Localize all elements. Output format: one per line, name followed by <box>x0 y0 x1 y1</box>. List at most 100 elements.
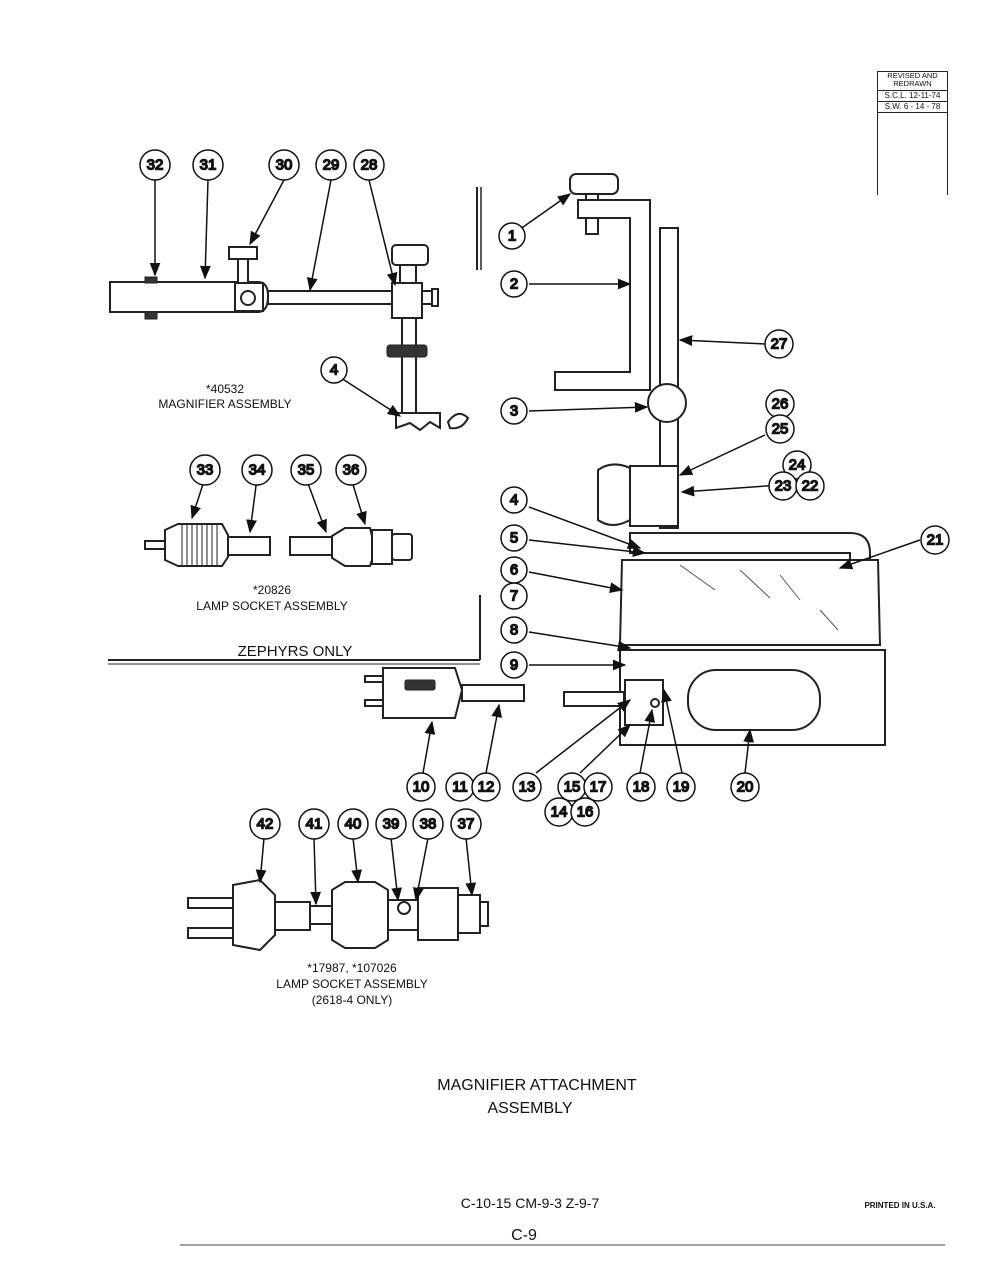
callout-32: 32 <box>139 149 171 181</box>
callout-38: 38 <box>412 808 444 840</box>
svg-text:41: 41 <box>306 816 323 833</box>
callout-4-stand: 4 <box>500 486 528 514</box>
callout-8: 8 <box>500 616 528 644</box>
callout-28: 28 <box>353 149 385 181</box>
callout-30: 30 <box>268 149 300 181</box>
callout-16: 16 <box>570 797 600 827</box>
callout-31: 31 <box>192 149 224 181</box>
svg-text:21: 21 <box>927 532 944 549</box>
callout-40: 40 <box>337 808 369 840</box>
callout-41: 41 <box>298 808 330 840</box>
callout-33: 33 <box>189 454 221 486</box>
revision-line-2: S.W. 6 - 14 - 78 <box>878 102 947 113</box>
plug-drawing <box>364 667 525 719</box>
svg-text:25: 25 <box>772 421 789 438</box>
callout-39: 39 <box>375 808 407 840</box>
svg-text:40: 40 <box>345 816 362 833</box>
lamp-socket-17987-note: (2618-4 ONLY) <box>312 993 392 1007</box>
callout-17: 17 <box>583 772 613 802</box>
magnifier-assembly-name: MAGNIFIER ASSEMBLY <box>158 397 291 411</box>
callout-7: 7 <box>500 582 528 610</box>
svg-text:11: 11 <box>452 779 468 796</box>
svg-text:27: 27 <box>771 336 788 353</box>
svg-text:29: 29 <box>323 157 340 174</box>
drawing-title-line1: MAGNIFIER ATTACHMENT <box>437 1077 637 1094</box>
callouts: 32 31 30 29 28 4 1 2 3 27 26 25 24 23 22… <box>139 149 950 840</box>
svg-text:7: 7 <box>510 588 518 605</box>
callout-35: 35 <box>290 454 322 486</box>
callout-14: 14 <box>544 797 574 827</box>
callout-13: 13 <box>512 772 542 802</box>
callout-26: 26 <box>765 389 795 419</box>
callout-21: 21 <box>920 525 950 555</box>
callout-11: 11 <box>445 772 475 802</box>
callout-3: 3 <box>500 397 528 425</box>
svg-text:15: 15 <box>564 779 581 796</box>
svg-text:4: 4 <box>510 492 518 509</box>
magnifier-assembly-number: *40532 <box>206 382 244 396</box>
main-stand-drawing <box>554 173 886 746</box>
callout-36: 36 <box>335 454 367 486</box>
leader-lines <box>149 179 921 906</box>
svg-text:2: 2 <box>510 276 518 293</box>
svg-text:32: 32 <box>147 157 164 174</box>
callout-23: 23 <box>768 471 798 501</box>
lamp-socket-20826-name: LAMP SOCKET ASSEMBLY <box>196 599 347 613</box>
svg-text:33: 33 <box>197 462 214 479</box>
svg-text:42: 42 <box>257 816 274 833</box>
svg-text:18: 18 <box>633 779 650 796</box>
svg-text:5: 5 <box>510 530 518 547</box>
callout-1: 1 <box>498 222 526 250</box>
svg-text:20: 20 <box>737 779 754 796</box>
svg-text:13: 13 <box>519 779 536 796</box>
callout-12: 12 <box>471 772 501 802</box>
callout-22: 22 <box>795 471 825 501</box>
callout-20: 20 <box>730 772 760 802</box>
svg-text:31: 31 <box>200 157 217 174</box>
zephyrs-only-label: ZEPHYRS ONLY <box>238 643 353 660</box>
svg-text:22: 22 <box>802 478 819 495</box>
lamp-socket-17987-drawing <box>187 878 489 952</box>
svg-text:23: 23 <box>775 478 792 495</box>
lamp-socket-17987-name: LAMP SOCKET ASSEMBLY <box>276 977 427 991</box>
callout-10: 10 <box>406 772 436 802</box>
callout-25: 25 <box>765 414 795 444</box>
revision-line-1: S.C.L. 12-11-74 <box>878 91 947 102</box>
revision-header: REVISED AND REDRAWN <box>878 71 947 91</box>
callout-6: 6 <box>500 556 528 584</box>
svg-text:17: 17 <box>590 779 607 796</box>
callout-24: 24 <box>782 450 812 480</box>
callout-2: 2 <box>500 270 528 298</box>
svg-text:10: 10 <box>413 779 430 796</box>
callout-18: 18 <box>626 772 656 802</box>
model-codes: C-10-15 CM-9-3 Z-9-7 <box>461 1195 600 1211</box>
lamp-socket-17987-number: *17987, *107026 <box>307 961 397 975</box>
svg-text:38: 38 <box>420 816 437 833</box>
svg-text:19: 19 <box>673 779 690 796</box>
svg-text:4: 4 <box>330 362 338 379</box>
magnifier-assembly-drawing <box>109 244 470 432</box>
callout-4-magnifier: 4 <box>320 356 348 384</box>
svg-text:30: 30 <box>276 157 293 174</box>
svg-text:35: 35 <box>298 462 315 479</box>
svg-text:16: 16 <box>577 804 594 821</box>
svg-text:36: 36 <box>343 462 360 479</box>
svg-text:8: 8 <box>510 622 518 639</box>
page-number: C-9 <box>511 1227 537 1244</box>
callout-29: 29 <box>315 149 347 181</box>
svg-text:3: 3 <box>510 403 518 420</box>
printed-in-usa: PRINTED IN U.S.A. <box>864 1201 935 1210</box>
lamp-socket-20826-number: *20826 <box>253 583 291 597</box>
svg-text:1: 1 <box>508 228 516 245</box>
lamp-socket-20826-drawing <box>144 523 413 567</box>
drawing-title-line2: ASSEMBLY <box>487 1100 572 1117</box>
svg-text:39: 39 <box>383 816 400 833</box>
svg-text:24: 24 <box>789 457 806 474</box>
callout-9: 9 <box>500 651 528 679</box>
callout-19: 19 <box>666 772 696 802</box>
revision-block: REVISED AND REDRAWN S.C.L. 12-11-74 S.W.… <box>877 71 948 195</box>
callout-5: 5 <box>500 524 528 552</box>
callout-42: 42 <box>249 808 281 840</box>
callout-15: 15 <box>557 772 587 802</box>
svg-text:6: 6 <box>510 562 518 579</box>
